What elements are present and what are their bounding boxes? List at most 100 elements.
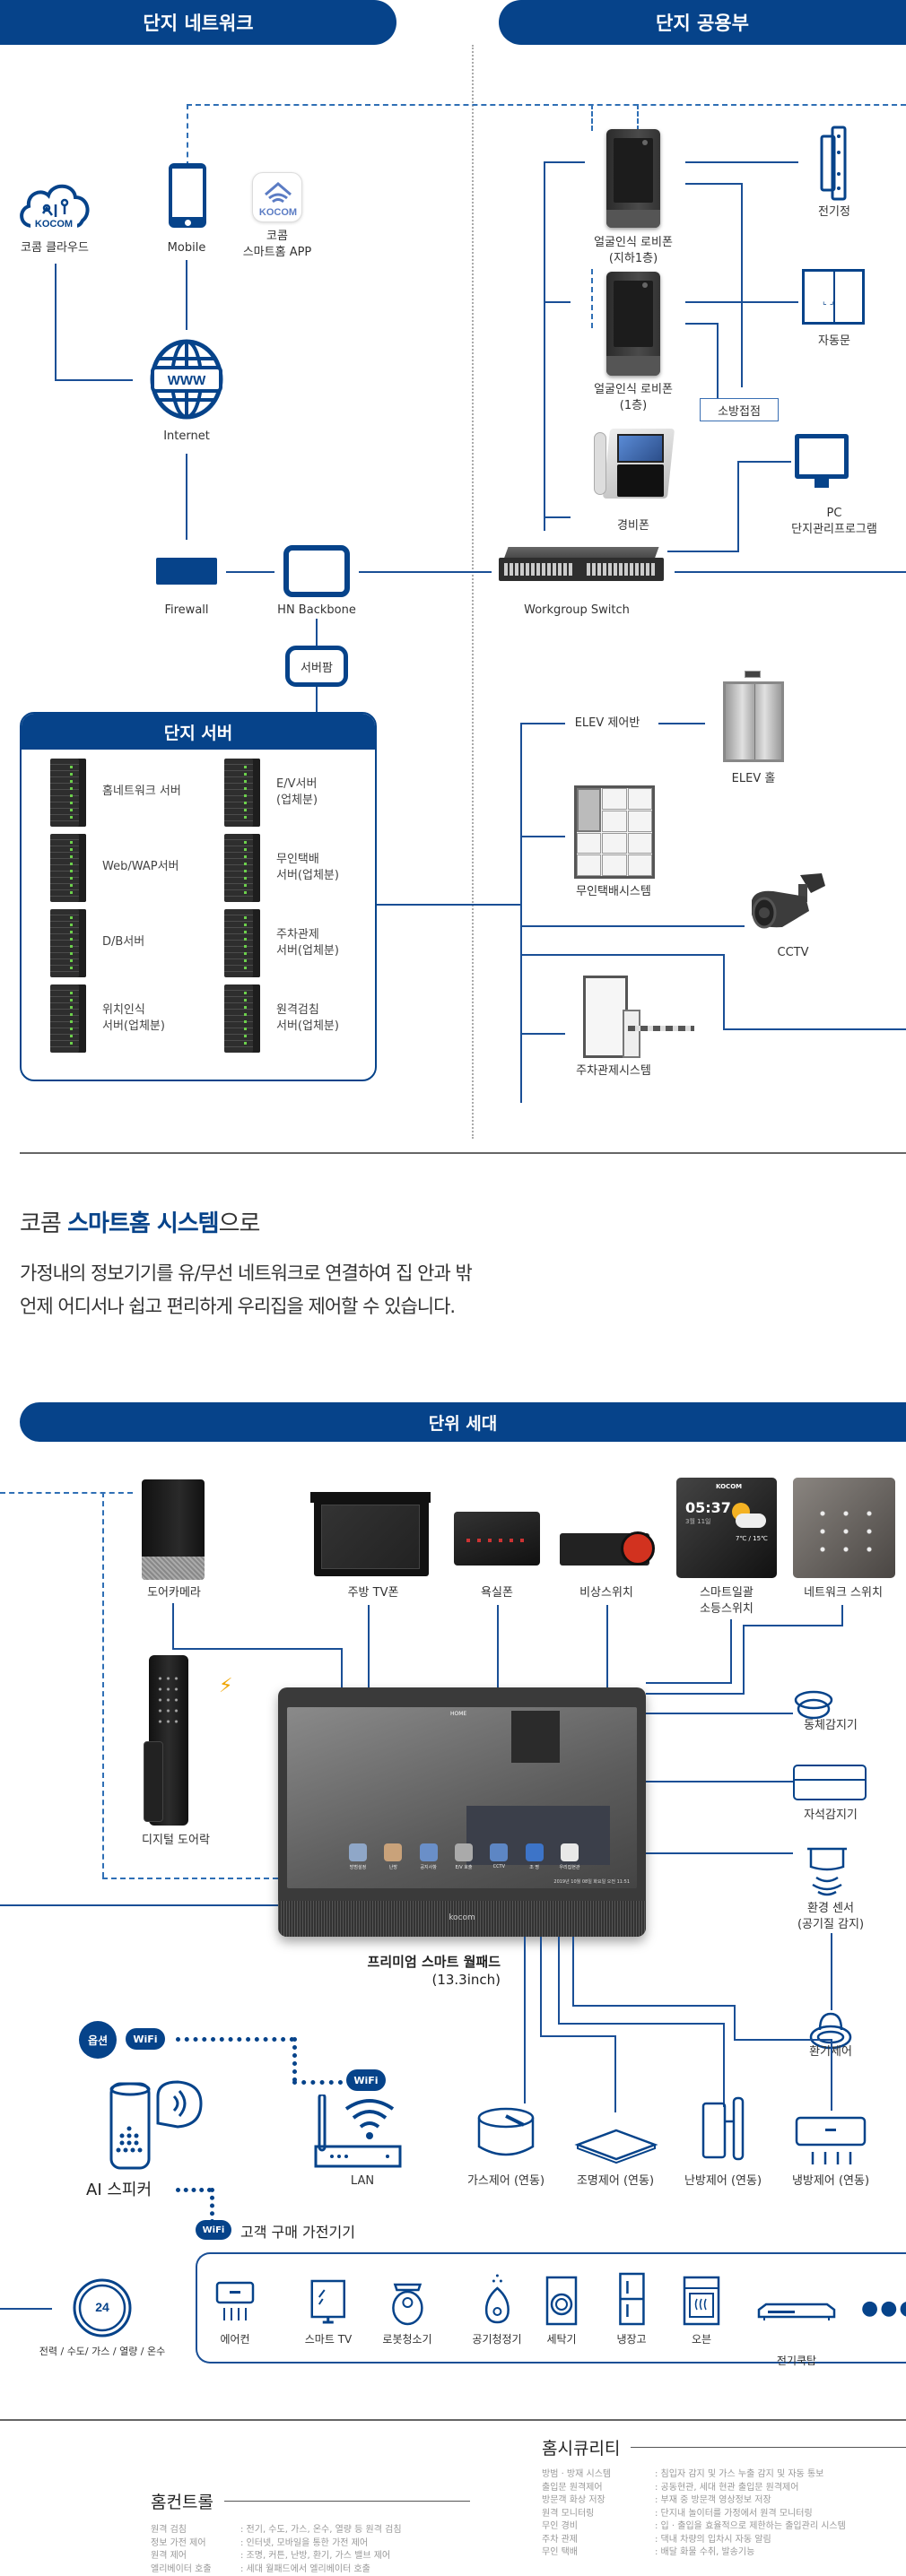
workgroup-switch-image (499, 547, 664, 585)
app-logo-icon: KOCOM (253, 173, 303, 223)
wireless-bolt-icon: ⚡ (219, 1675, 232, 1697)
appliance-name: 세탁기 (545, 2331, 578, 2346)
wallpad-app-0[interactable]: 방범설정 (343, 1843, 373, 1870)
wallpad-app-2[interactable]: 공지사항 (414, 1843, 444, 1870)
server-name-line1: Web/WAP서버 (102, 860, 179, 873)
link-line (743, 1625, 843, 1626)
wifi-badge-icon: WiFi (196, 2220, 231, 2240)
wallpad-app-1[interactable]: 난방 (378, 1843, 408, 1870)
feature-value: : 입 · 출입을 효율적으로 제한하는 출입관리 시스템 (655, 2520, 906, 2534)
motion-detector-icon (793, 1689, 834, 1722)
cloud-label: 코콤 클라우드 (21, 240, 89, 256)
wireless-link-line (187, 104, 188, 167)
appliance-name: 스마트 TV (305, 2331, 352, 2346)
bath-phone-image (454, 1512, 540, 1566)
app-label-line2: 스마트홈 APP (243, 246, 312, 259)
server-name-line1: 위치인식 (102, 1003, 145, 1017)
link-line (520, 925, 745, 927)
server-name-line2: (업체분) (276, 794, 318, 807)
switch-label: Workgroup Switch (524, 603, 630, 619)
meter-label: 전력 / 수도/ 가스 / 열량 / 온수 (39, 2346, 166, 2359)
intro-title: 코콤 스마트홈 시스템으로 (20, 1205, 259, 1238)
feature-key: 무인 택배 (542, 2546, 655, 2560)
gas-label: 가스제어 (연동) (467, 2173, 544, 2190)
intro-description: 가정내의 정보기기를 유/무선 네트워크로 연결하여 집 안과 밖 언제 어디서… (20, 1257, 472, 1323)
server-rack-icon (224, 834, 260, 902)
appliance-name: 오븐 (683, 2331, 720, 2346)
link-line (544, 301, 571, 303)
home-control-title: 홈컨트롤 (151, 2489, 470, 2513)
server-farm-label: 서버팜 (301, 658, 333, 675)
kitchen-tv-label: 주방 TV폰 (348, 1585, 399, 1601)
wallpad-app-4[interactable]: CCTV (483, 1843, 514, 1870)
feature-title-text: 홈시큐리티 (542, 2435, 620, 2459)
pc-label: PC 단지관리프로그램 (791, 506, 877, 537)
hn-backbone-icon (283, 545, 350, 597)
link-line (544, 516, 571, 518)
wallpad-app-icon (349, 1843, 367, 1861)
weather-cloud-icon (736, 1514, 766, 1528)
intro-title-post: 으로 (219, 1210, 260, 1237)
server-rack-icon (50, 759, 86, 827)
server-name: E/V서버(업체분) (276, 776, 318, 809)
washing-machine-icon (545, 2272, 578, 2326)
feature-row: 주차 관제: 댁내 차량의 입차시 자동 알림 (542, 2534, 906, 2547)
lobby-phone-1f-label: 얼굴인식 로비폰(1층) (594, 382, 673, 413)
feature-key: 원격 제어 (151, 2550, 240, 2563)
link-line (377, 904, 520, 906)
wallpad-app-6[interactable]: 우리집현관 (554, 1843, 585, 1870)
lobby-phone-b1-label: 얼굴인식 로비폰(지하1층) (594, 235, 673, 266)
network-switch-image (793, 1478, 895, 1578)
elev-panel-label: ELEV 제어반 (575, 716, 640, 732)
server-name-line1: D/B서버 (102, 935, 144, 949)
server-rack-icon (224, 759, 260, 827)
cctv-camera-icon (746, 870, 836, 934)
link-line (520, 836, 565, 837)
server-panel-title: 단지 서버 (164, 720, 233, 744)
link-line (558, 2023, 725, 2025)
server-name-line1: 홈네트워크 서버 (102, 785, 181, 798)
pc-label-line1: PC (827, 507, 842, 520)
intro-title-highlight: 스마트홈 시스템 (67, 1210, 219, 1237)
feature-row: 정보 가전 제어: 인터넷, 모바일을 통한 가전 제어 (151, 2537, 470, 2551)
magnetic-sensor-icon (793, 1765, 867, 1800)
ai-speaker-icon (108, 2078, 206, 2172)
ai-speaker-label: AI 스피커 (86, 2177, 152, 2200)
section-title: 단위 세대 (429, 1410, 498, 1435)
wallpad-app-3[interactable]: E/V 호출 (449, 1843, 479, 1870)
link-line (359, 571, 492, 573)
fire-contact-label: 소방접점 (718, 402, 761, 419)
smart-switch-date: 3월 11일 (685, 1517, 710, 1526)
feature-value: : 세대 월패드에서 엘리베이터 호출 (240, 2563, 470, 2576)
pc-label-line2: 단지관리프로그램 (791, 523, 877, 536)
appliance-name: 전기쿡탑 (755, 2353, 838, 2368)
feature-row: 엘리베이터 호출: 세대 월패드에서 엘리베이터 호출 (151, 2563, 470, 2576)
cooling-label: 냉방제어 (연동) (792, 2173, 869, 2190)
appliance-item: 오븐 (683, 2272, 720, 2346)
wallpad-home-label: HOME (450, 1711, 466, 1717)
link-line (646, 1781, 793, 1782)
wallpad-app-5[interactable]: 조 명 (519, 1843, 550, 1870)
server-name-line1: 원격검침 (276, 1003, 319, 1017)
air-conditioner-icon (215, 2272, 255, 2326)
env-sensor-line1: 환경 센서 (807, 1902, 854, 1915)
section-header-unit: 단위 세대 (20, 1402, 906, 1442)
feature-title-text: 홈컨트롤 (151, 2489, 213, 2513)
firewall-label: Firewall (164, 603, 208, 619)
wallpad-label-line2: (13.3inch) (431, 1972, 501, 1988)
feature-value: : 댁내 차량의 입차시 자동 알림 (655, 2534, 906, 2547)
kocom-app-icon[interactable]: KOCOM (252, 172, 302, 222)
link-line (717, 323, 719, 398)
smart-light-switch-image: KOCOM 05:37 3월 11일 7℃ / 15℃ (676, 1478, 777, 1578)
feature-key: 정보 가전 제어 (151, 2537, 240, 2551)
appliance-item: 로봇청소기 (382, 2272, 431, 2346)
link-line (368, 1605, 370, 1687)
link-line (55, 379, 133, 381)
link-line (734, 2039, 832, 2041)
intro-desc-line1: 가정내의 정보기기를 유/무선 네트워크로 연결하여 집 안과 밖 (20, 1262, 472, 1284)
feature-value: : 부재 중 방문객 영상정보 저장 (655, 2494, 906, 2508)
intro-desc-line2: 언제 어디서나 쉽고 편리하게 우리집을 제어할 수 있습니다. (20, 1296, 455, 1317)
section-header-complex-common: 단지 공용부 (499, 0, 906, 45)
